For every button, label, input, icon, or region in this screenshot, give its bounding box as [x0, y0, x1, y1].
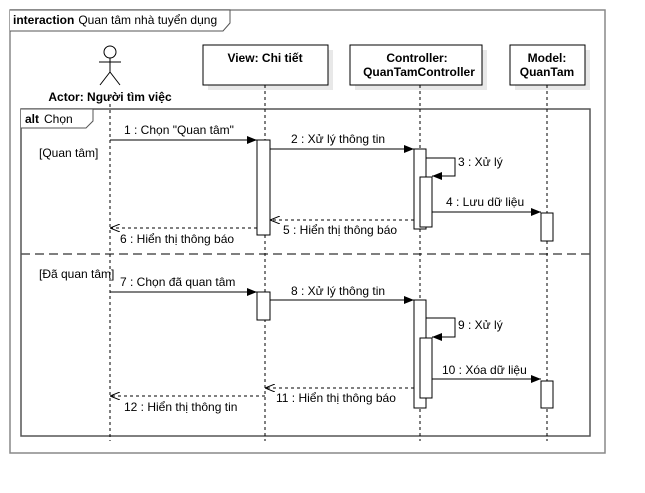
lifeline-controller-label-2: QuanTamController	[363, 65, 475, 79]
message-12-label: 12 : Hiển thị thông tin	[124, 400, 237, 414]
alt-fragment-tab	[21, 108, 94, 129]
activation-model-1	[540, 212, 554, 242]
alt-keyword: alt	[25, 112, 39, 126]
lifeline-head-view: View: Chi tiết	[202, 44, 333, 90]
alt-fragment-title: alt Chọn	[25, 112, 73, 126]
message-10: 10 : Xóa dữ liệu	[432, 363, 541, 383]
lifeline-head-model: Model: QuanTam	[509, 44, 590, 90]
activation-view-1	[256, 139, 271, 236]
interaction-frame-title: interaction Quan tâm nhà tuyển dụng	[13, 13, 217, 27]
message-4-label: 4 : Lưu dữ liệu	[446, 195, 524, 209]
activation-controller-2-nested	[419, 337, 433, 399]
message-5: 5 : Hiển thị thông báo	[270, 220, 414, 237]
interaction-frame-tab	[10, 9, 231, 32]
message-7: 7 : Chọn đã quan tâm	[110, 275, 257, 296]
actor-label: Actor: Người tìm việc	[48, 90, 172, 104]
message-4: 4 : Lưu dữ liệu	[432, 195, 541, 216]
lifeline-view-label: View: Chi tiết	[227, 51, 302, 65]
lifeline-head-controller: Controller: QuanTamController	[349, 44, 487, 90]
activation-model-2	[540, 380, 554, 409]
message-5-label: 5 : Hiển thị thông báo	[283, 223, 397, 237]
message-6-label: 6 : Hiển thị thông báo	[120, 232, 234, 246]
guard-quan-tam: [Quan tâm]	[39, 146, 98, 160]
message-1-label: 1 : Chọn "Quan tâm"	[124, 123, 234, 137]
actor: Actor: Người tìm việc	[48, 45, 172, 104]
message-3: 3 : Xử lý	[426, 155, 503, 180]
guard-da-quan-tam: [Đã quan tâm]	[39, 267, 114, 281]
frame-name: Quan tâm nhà tuyển dụng	[78, 13, 217, 27]
alt-name: Chọn	[44, 112, 73, 126]
lifeline-controller-label-1: Controller:	[386, 51, 447, 65]
message-9: 9 : Xử lý	[426, 317, 503, 341]
lifeline-model-label-1: Model:	[528, 51, 567, 65]
message-6: 6 : Hiển thị thông báo	[110, 228, 257, 246]
message-10-label: 10 : Xóa dữ liệu	[442, 363, 527, 377]
message-8: 8 : Xử lý thông tin	[270, 284, 414, 304]
message-8-label: 8 : Xử lý thông tin	[291, 284, 385, 298]
activation-view-2	[256, 291, 271, 321]
stick-figure-icon	[99, 45, 121, 86]
frame-keyword: interaction	[13, 13, 74, 27]
message-1: 1 : Chọn "Quan tâm"	[110, 123, 257, 144]
message-7-label: 7 : Chọn đã quan tâm	[120, 275, 235, 289]
lifeline-model-label-2: QuanTam	[520, 65, 574, 79]
message-3-label: 3 : Xử lý	[458, 155, 503, 169]
activation-controller-1-nested	[419, 176, 433, 228]
message-2: 2 : Xử lý thông tin	[270, 132, 414, 153]
message-11: 11 : Hiển thị thông báo	[265, 388, 414, 405]
message-3-arrow	[426, 157, 456, 180]
activation-bars	[256, 139, 554, 409]
lifeline-head-controller-box	[349, 44, 483, 86]
message-12: 12 : Hiển thị thông tin	[110, 396, 265, 414]
message-2-label: 2 : Xử lý thông tin	[291, 132, 385, 146]
message-11-label: 11 : Hiển thị thông báo	[276, 391, 396, 405]
alt-fragment: alt Chọn [Quan tâm] [Đã quan tâm]	[20, 108, 591, 437]
message-9-arrow	[426, 317, 456, 341]
message-9-label: 9 : Xử lý	[458, 318, 503, 332]
alt-fragment-border	[20, 108, 591, 437]
